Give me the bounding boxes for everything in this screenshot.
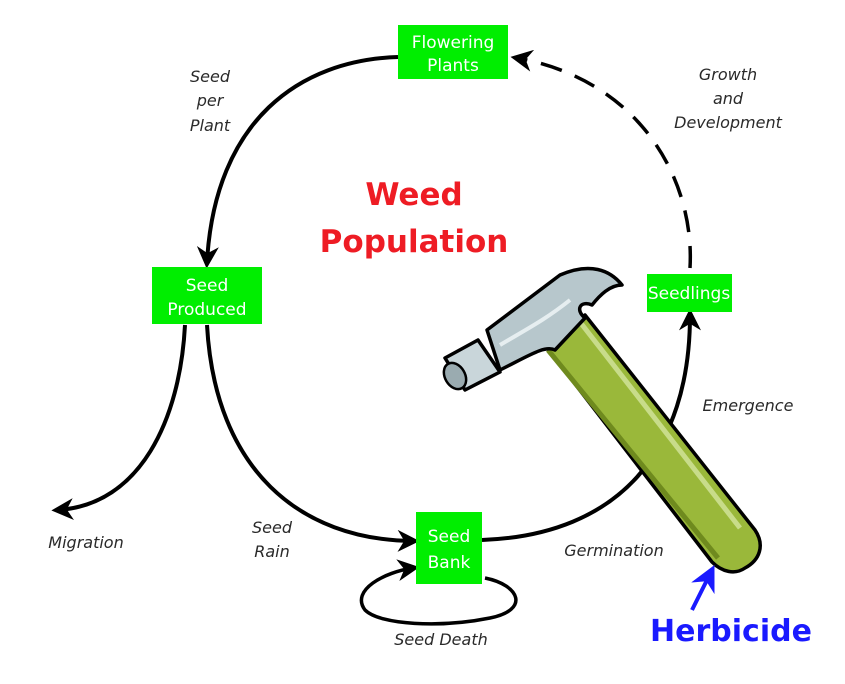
node-seedlings-label: Seedlings — [648, 284, 731, 304]
edge-migration — [51, 324, 187, 521]
edge-germination-emergence — [481, 308, 701, 542]
hammer-icon — [442, 266, 762, 574]
label-growth-1: Growth — [699, 65, 757, 84]
node-seed-produced: Seed Produced — [152, 267, 262, 324]
node-seed-produced-line2: Produced — [167, 300, 246, 320]
node-seed-bank-line1: Seed — [428, 527, 471, 547]
label-seed-death: Seed Death — [394, 630, 487, 649]
title-line2: Population — [320, 224, 509, 260]
label-emergence: Emergence — [703, 396, 794, 415]
edge-seed-death — [359, 559, 518, 626]
node-seedlings: Seedlings — [647, 274, 732, 312]
node-flowering-plants-line2: Plants — [427, 56, 479, 76]
label-seed-per-plant-1: Seed — [190, 67, 231, 86]
edge-seed-per-plant — [196, 55, 399, 269]
node-seed-bank: Seed Bank — [416, 512, 482, 584]
label-seed-rain-2: Rain — [254, 542, 290, 561]
label-germination: Germination — [564, 541, 663, 560]
label-migration: Migration — [48, 533, 123, 552]
label-seed-rain-1: Seed — [252, 518, 293, 537]
label-seed-per-plant-3: Plant — [190, 116, 231, 135]
title-line1: Weed — [365, 177, 462, 213]
edge-growth-and-development — [510, 49, 693, 269]
node-seed-bank-line2: Bank — [428, 553, 471, 573]
label-seed-per-plant-2: per — [196, 91, 225, 110]
edge-seed-rain — [205, 324, 420, 552]
node-flowering-plants: Flowering Plants — [398, 25, 508, 79]
label-growth-3: Development — [674, 113, 782, 132]
node-seed-produced-line1: Seed — [186, 276, 229, 296]
node-flowering-plants-line1: Flowering — [412, 33, 495, 53]
herbicide-label: Herbicide — [650, 614, 812, 649]
label-growth-2: and — [713, 89, 744, 108]
herbicide-arrow — [690, 565, 715, 611]
